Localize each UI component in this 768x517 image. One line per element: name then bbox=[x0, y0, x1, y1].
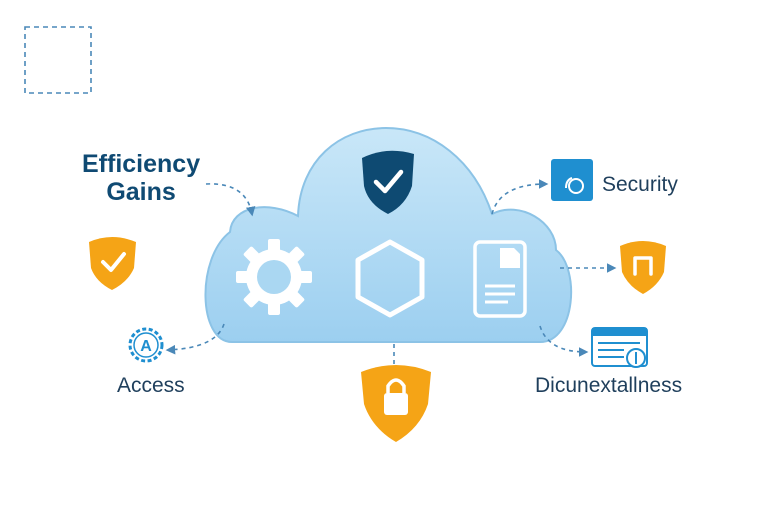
dashed-square-icon bbox=[24, 26, 92, 94]
orange-shield-n-icon bbox=[620, 241, 666, 294]
gear-badge-a-icon: A bbox=[128, 327, 164, 363]
connector-access bbox=[165, 323, 225, 355]
lock-shield-icon bbox=[361, 365, 431, 442]
hexagon-icon bbox=[355, 239, 425, 318]
access-label: Access bbox=[117, 374, 185, 397]
tablet-document-icon bbox=[473, 240, 527, 318]
gear-icon bbox=[236, 239, 312, 315]
connector-dashboard bbox=[539, 325, 589, 357]
dicunextallness-label: Dicunextallness bbox=[535, 374, 683, 397]
shield-check-icon bbox=[362, 150, 414, 214]
efficiency-gains-title: Efficiency Gains bbox=[82, 150, 200, 206]
dashboard-grid-icon bbox=[591, 327, 648, 368]
orange-shield-check-icon bbox=[89, 237, 136, 290]
connectors bbox=[165, 179, 617, 366]
security-label: Security bbox=[602, 173, 678, 196]
title-line-1: Efficiency bbox=[82, 150, 201, 178]
connector-efficiency bbox=[205, 183, 256, 217]
badge-letter: A bbox=[140, 338, 152, 355]
connector-security bbox=[491, 179, 549, 215]
title-line-2: Gains bbox=[106, 178, 176, 206]
security-chip-icon bbox=[551, 159, 593, 201]
